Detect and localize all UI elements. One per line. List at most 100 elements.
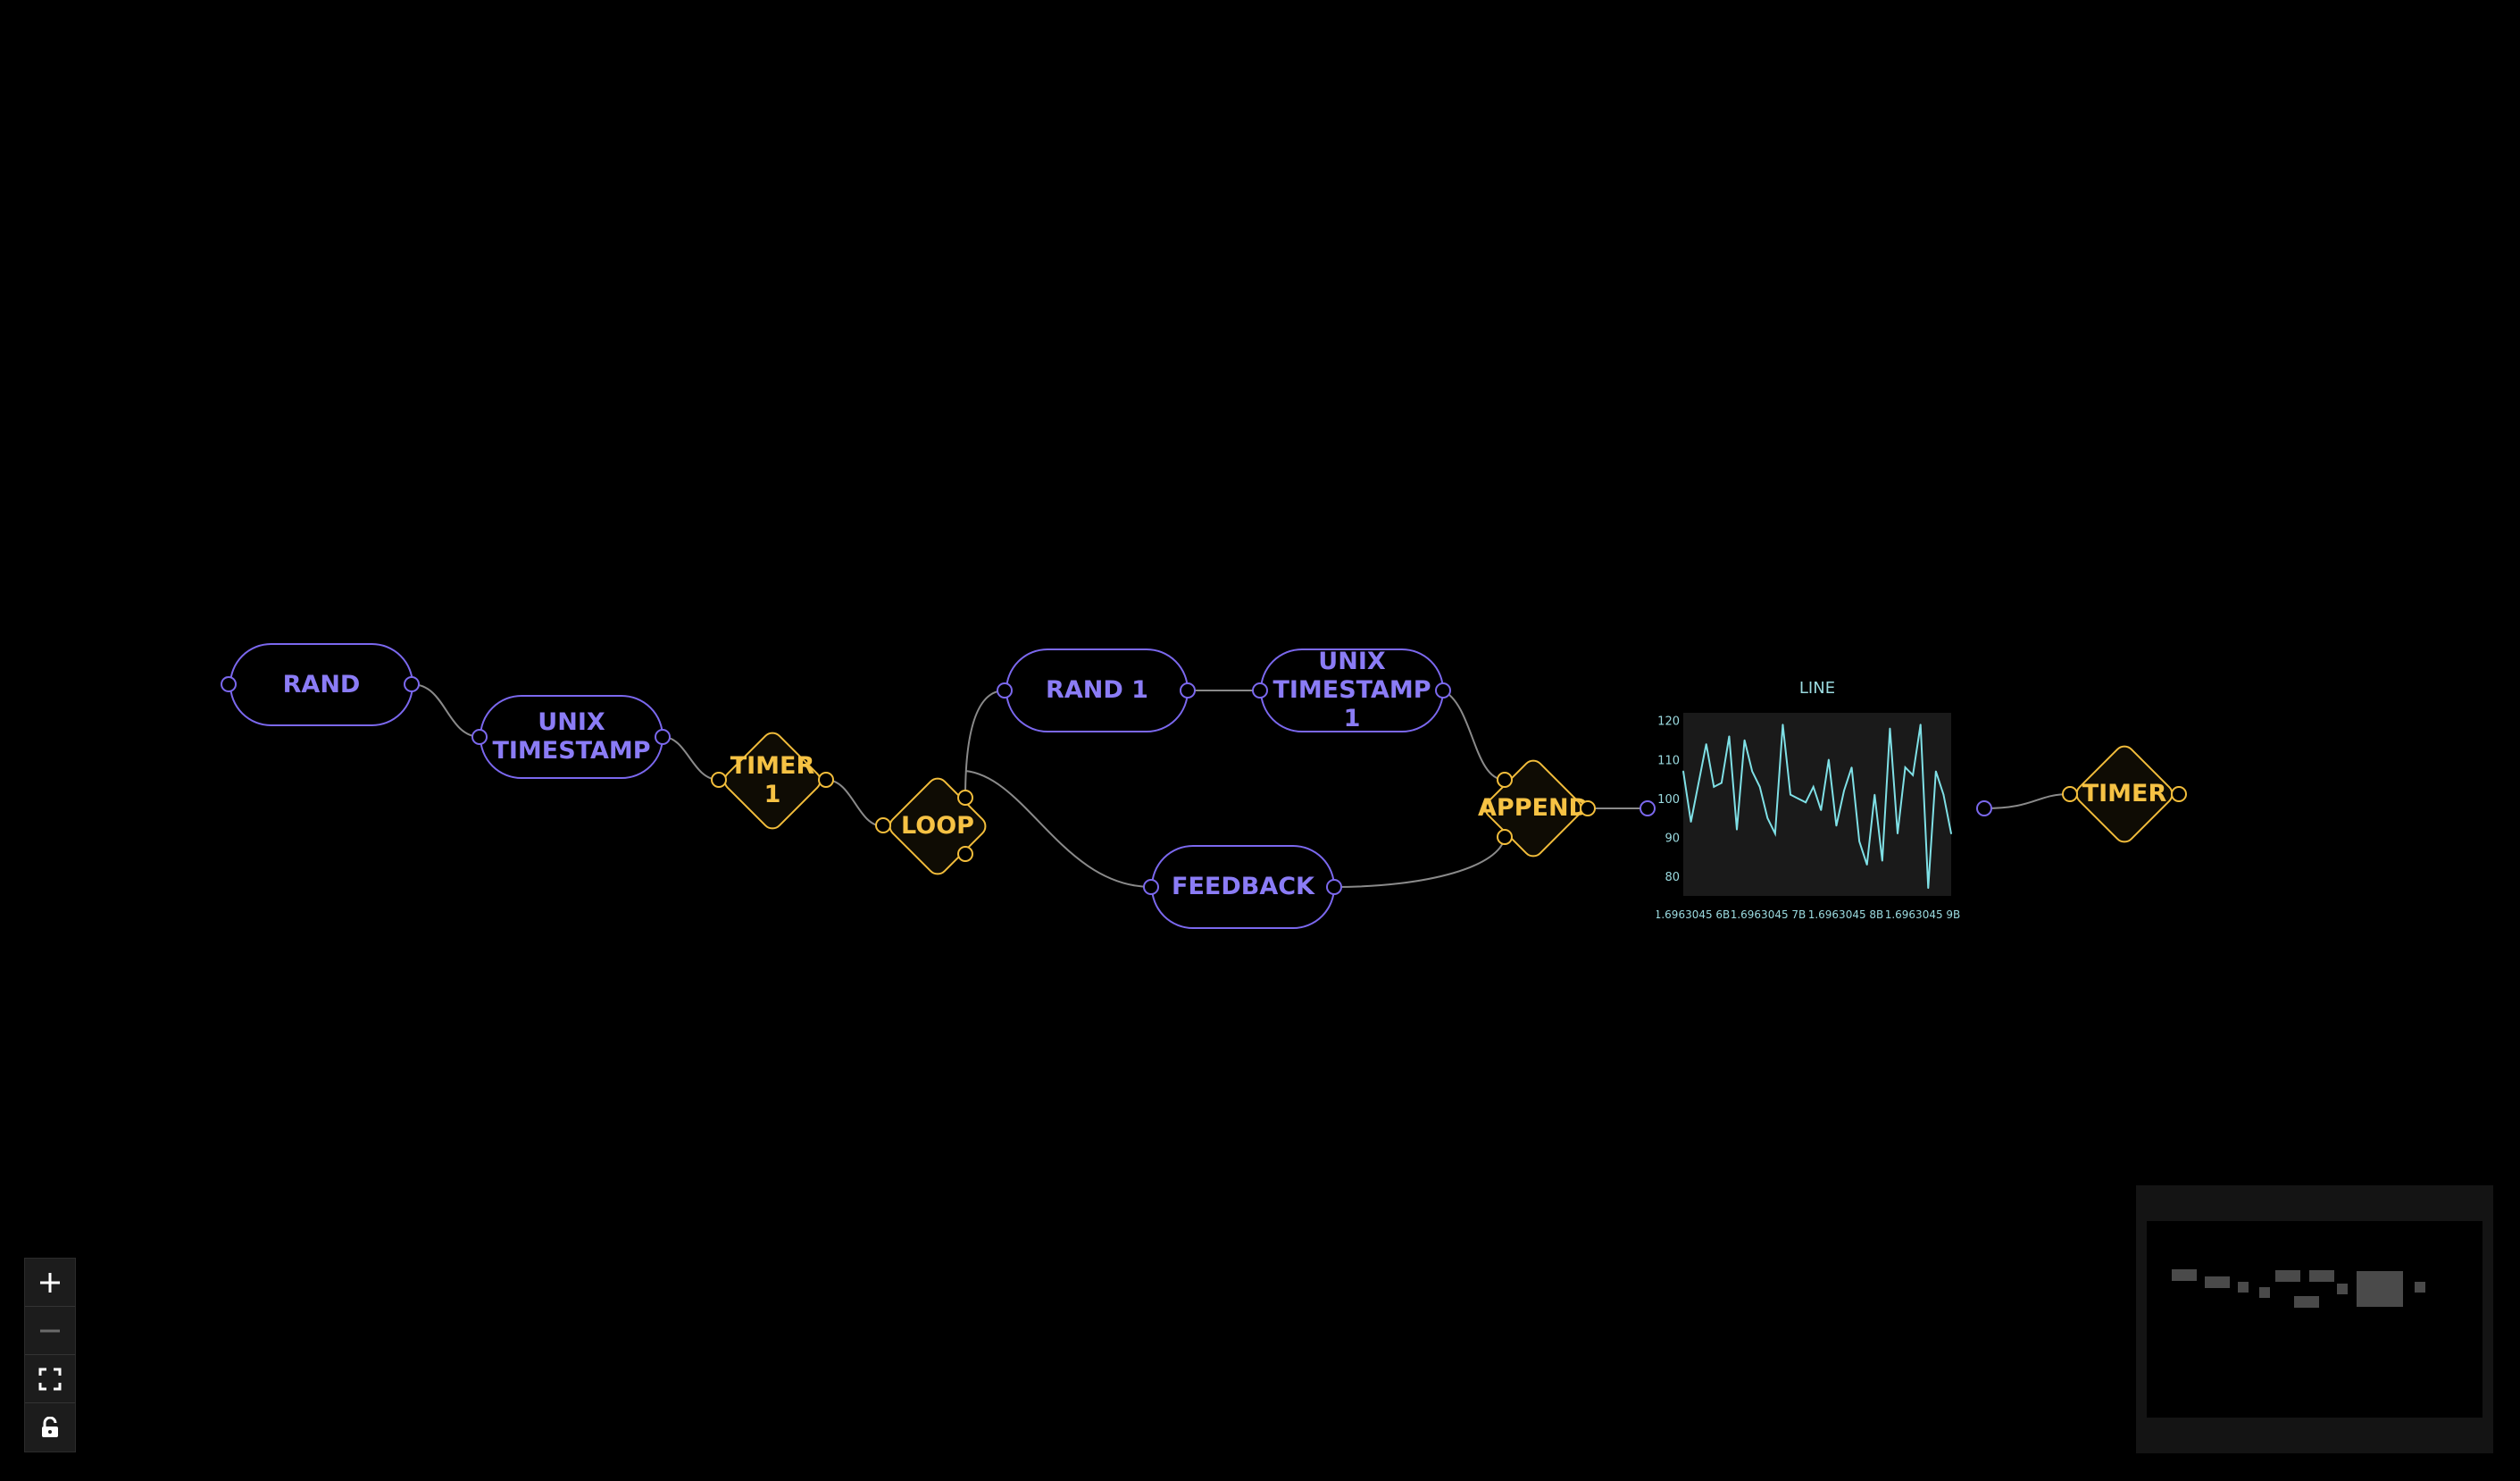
minimap-node-unix-timestamp xyxy=(2205,1276,2230,1288)
node-append-output-port[interactable] xyxy=(1580,800,1596,816)
node-loop-output-port-bottom[interactable] xyxy=(957,846,973,862)
x-tick-label: 1.6963045 8B xyxy=(1808,908,1884,921)
chart-data-point xyxy=(1820,809,1823,811)
minus-icon xyxy=(40,1329,60,1332)
lock-button[interactable] xyxy=(25,1403,75,1452)
zoom-in-button[interactable] xyxy=(25,1259,75,1307)
chart-data-point xyxy=(1805,801,1807,804)
minimap-node-line xyxy=(2357,1271,2403,1307)
chart-data-point xyxy=(1698,782,1699,784)
minimap-node-rand xyxy=(2172,1269,2197,1281)
chart-data-point xyxy=(1889,727,1891,730)
chart-data-point xyxy=(1904,766,1907,768)
node-timer-1-output-port[interactable] xyxy=(818,772,834,788)
y-tick-label: 100 xyxy=(1657,793,1680,807)
chart-series-line xyxy=(1682,724,1952,889)
chart-data-point xyxy=(1858,841,1860,842)
fit-view-button[interactable] xyxy=(25,1355,75,1403)
fullscreen-icon xyxy=(38,1368,62,1390)
chart-data-point xyxy=(1950,833,1952,835)
node-loop[interactable]: LOOP xyxy=(883,771,992,882)
chart-plot-area xyxy=(1683,713,1951,896)
minimap-node-timer xyxy=(2415,1282,2425,1293)
node-rand-label: RAND xyxy=(282,670,361,699)
chart-data-point xyxy=(1812,786,1815,788)
chart-data-point xyxy=(1919,724,1922,725)
chart-data-point xyxy=(1728,735,1731,737)
zoom-out-button[interactable] xyxy=(25,1307,75,1355)
minimap-node-append xyxy=(2337,1284,2348,1294)
chart-data-point xyxy=(1782,724,1784,725)
node-timer-1[interactable]: TIMER 1 xyxy=(719,725,826,836)
minimap-node-rand-1 xyxy=(2275,1270,2300,1282)
chart-data-point xyxy=(1774,833,1776,835)
chart-data-point xyxy=(1835,824,1838,827)
node-timer-1-input-port[interactable] xyxy=(711,772,727,788)
y-tick-label: 110 xyxy=(1657,754,1680,767)
chart-data-point xyxy=(1942,793,1945,796)
chart-data-point xyxy=(1705,743,1707,745)
y-tick-label: 120 xyxy=(1657,715,1680,729)
minimap-node-timer-1 xyxy=(2238,1282,2249,1293)
edge-loop-to-rand-1 xyxy=(964,690,1005,799)
node-timer[interactable]: TIMER xyxy=(2070,738,2179,850)
y-tick-label: 90 xyxy=(1665,833,1680,846)
edge-rand-to-unix-timestamp xyxy=(411,683,481,738)
minimap-node-loop xyxy=(2259,1287,2270,1298)
lock-icon xyxy=(42,1417,58,1437)
node-append-input-port-top[interactable] xyxy=(1497,772,1513,788)
node-feedback[interactable]: FEEDBACK xyxy=(1151,845,1335,929)
node-rand-input-port[interactable] xyxy=(221,676,237,692)
node-loop-output-port-top[interactable] xyxy=(957,790,973,806)
minimap[interactable] xyxy=(2136,1185,2493,1453)
node-feedback-input-port[interactable] xyxy=(1143,879,1159,895)
node-unix-timestamp-label: UNIX TIMESTAMP xyxy=(492,708,651,765)
node-feedback-output-port[interactable] xyxy=(1326,879,1342,895)
edge-feedback-to-append xyxy=(1333,836,1506,888)
minimap-node-unix-timestamp-1 xyxy=(2309,1270,2334,1282)
node-line-output-port[interactable] xyxy=(1976,800,1992,816)
minimap-viewport xyxy=(2147,1221,2482,1418)
chart-data-point xyxy=(1935,770,1937,773)
chart-data-point xyxy=(1758,786,1761,788)
node-timer-output-port[interactable] xyxy=(2171,786,2187,802)
node-unix-timestamp-1-label: UNIX TIMESTAMP 1 xyxy=(1273,648,1431,732)
node-append-input-port-bottom[interactable] xyxy=(1497,829,1513,845)
chart-data-point xyxy=(1797,798,1799,799)
node-unix-timestamp[interactable]: UNIX TIMESTAMP xyxy=(480,695,663,779)
chart-data-point xyxy=(1912,774,1914,776)
chart-data-point xyxy=(1790,793,1791,796)
chart-data-point xyxy=(1713,786,1715,788)
node-append-label: APPEND xyxy=(1478,794,1589,822)
node-loop-input-port[interactable] xyxy=(875,817,891,833)
node-line-input-port[interactable] xyxy=(1640,800,1656,816)
chart-data-point xyxy=(1751,770,1753,773)
x-tick-label: 1.6963045 6B xyxy=(1656,908,1730,921)
node-timer-1-label: TIMER 1 xyxy=(730,752,815,808)
node-rand-1-output-port[interactable] xyxy=(1180,682,1196,699)
node-append[interactable]: APPEND xyxy=(1478,753,1589,864)
node-rand-1[interactable]: RAND 1 xyxy=(1005,648,1189,732)
node-unix-timestamp-1-input-port[interactable] xyxy=(1252,682,1268,699)
edge-unix-timestamp-to-timer-1 xyxy=(662,736,720,781)
chart-data-point xyxy=(1850,766,1853,768)
chart-data-point xyxy=(1743,739,1746,741)
chart-data-point xyxy=(1736,829,1738,831)
node-unix-timestamp-1[interactable]: UNIX TIMESTAMP 1 xyxy=(1260,648,1444,732)
node-unix-timestamp-1-output-port[interactable] xyxy=(1435,682,1451,699)
node-unix-timestamp-output-port[interactable] xyxy=(655,729,671,745)
plus-icon xyxy=(40,1272,60,1293)
node-unix-timestamp-input-port[interactable] xyxy=(471,729,488,745)
node-rand-1-label: RAND 1 xyxy=(1046,676,1148,704)
node-rand[interactable]: RAND xyxy=(229,643,413,726)
x-tick-label: 1.6963045 7B xyxy=(1731,908,1807,921)
node-rand-1-input-port[interactable] xyxy=(997,682,1013,699)
edge-timer-1-to-loop xyxy=(825,779,884,827)
node-timer-input-port[interactable] xyxy=(2062,786,2078,802)
edge-unix-timestamp-1-to-append xyxy=(1442,690,1506,781)
y-tick-label: 80 xyxy=(1665,871,1680,884)
node-rand-output-port[interactable] xyxy=(404,676,420,692)
zoom-controls xyxy=(24,1258,76,1452)
